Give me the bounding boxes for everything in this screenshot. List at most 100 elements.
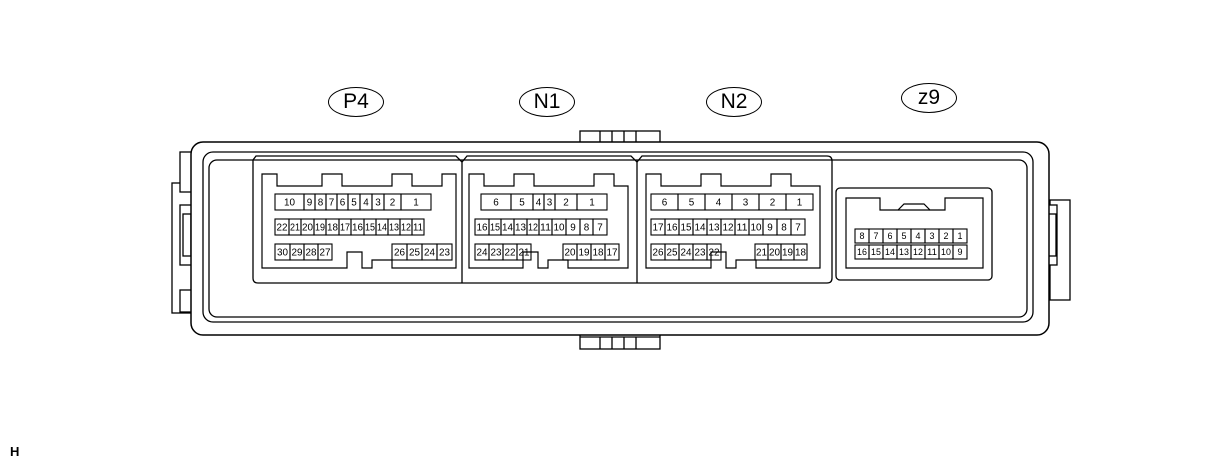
pin-number: 18 [327, 223, 338, 234]
pin-number: 19 [315, 223, 325, 234]
pin-number: 8 [781, 223, 787, 234]
pin-number: 2 [944, 231, 949, 241]
pin-number: 5 [519, 198, 525, 209]
pin-z9-13: 13 [896, 244, 912, 260]
pin-number: 19 [782, 248, 793, 259]
pin-n2-1: 1 [785, 193, 814, 211]
pin-number: 16 [667, 223, 678, 234]
pin-number: 27 [320, 248, 331, 259]
pin-number: 20 [769, 248, 780, 259]
pin-number: 10 [284, 198, 295, 209]
pin-number: 15 [871, 247, 881, 257]
pin-number: 2 [770, 198, 776, 209]
pin-number: 19 [579, 248, 590, 259]
pin-number: 11 [413, 223, 423, 234]
pin-number: 12 [913, 247, 923, 257]
pin-number: 2 [390, 198, 396, 209]
connector-label-p4: P4 [328, 87, 384, 117]
footer-code: H [10, 444, 20, 459]
pin-n1-1: 1 [576, 193, 608, 211]
pin-number: 7 [795, 223, 801, 234]
pin-number: 4 [363, 198, 369, 209]
pin-number: 1 [589, 198, 595, 209]
pin-number: 28 [306, 248, 317, 259]
pin-number: 4 [716, 198, 722, 209]
pin-number: 7 [329, 198, 335, 209]
pin-number: 22 [505, 248, 516, 259]
pin-number: 25 [409, 248, 420, 259]
pin-number: 21 [290, 223, 300, 234]
pin-number: 9 [767, 223, 773, 234]
pin-z9-10: 10 [938, 244, 954, 260]
pin-number: 20 [565, 248, 576, 259]
pin-number: 6 [340, 198, 346, 209]
pin-number: 8 [584, 223, 590, 234]
pin-number: 30 [277, 248, 288, 259]
pin-number: 14 [885, 247, 895, 257]
connector-frame-z9 [835, 187, 993, 281]
pin-p4-11: 11 [411, 218, 425, 236]
pin-n1-7: 7 [592, 218, 608, 236]
pin-number: 18 [593, 248, 604, 259]
connector-frame-p4-n1-n2 [252, 155, 833, 284]
pin-number: 21 [756, 248, 767, 259]
pin-number: 17 [340, 223, 350, 234]
pin-number: 23 [695, 248, 706, 259]
pin-number: 29 [292, 248, 303, 259]
pin-number: 6 [662, 198, 668, 209]
pin-number: 22 [277, 223, 288, 234]
pin-number: 22 [709, 248, 720, 259]
pin-number: 12 [401, 223, 411, 234]
pin-number: 12 [528, 223, 538, 234]
bottom-latch [579, 333, 661, 350]
pin-number: 24 [681, 248, 692, 259]
pin-number: 10 [751, 223, 762, 234]
pin-number: 5 [689, 198, 695, 209]
pin-number: 17 [607, 248, 618, 259]
pin-number: 2 [563, 198, 569, 209]
pin-number: 14 [695, 223, 706, 234]
pin-n2-18: 18 [793, 243, 808, 261]
pin-z9-1: 1 [952, 228, 968, 244]
pin-number: 6 [888, 231, 893, 241]
connector-body-n1 [468, 173, 629, 269]
pin-number: 20 [302, 223, 313, 234]
pin-number: 11 [737, 223, 748, 234]
pin-number: 7 [597, 223, 603, 234]
pin-number: 4 [916, 231, 921, 241]
pin-z9-11: 11 [924, 244, 940, 260]
pin-number: 9 [958, 247, 963, 257]
pin-number: 12 [723, 223, 734, 234]
connector-label-n1: N1 [519, 87, 575, 117]
pin-number: 9 [570, 223, 576, 234]
pin-number: 23 [439, 248, 450, 259]
pin-number: 11 [927, 247, 937, 257]
pin-p4-23: 23 [436, 243, 453, 261]
pin-number: 13 [515, 223, 526, 234]
pin-number: 13 [389, 223, 399, 234]
pin-number: 9 [307, 198, 313, 209]
pin-number: 25 [667, 248, 678, 259]
pin-number: 1 [797, 198, 803, 209]
connector-body-n2 [645, 173, 821, 269]
pin-number: 3 [375, 198, 381, 209]
pin-number: 3 [930, 231, 935, 241]
pin-number: 15 [490, 223, 500, 234]
pin-z9-14: 14 [882, 244, 898, 260]
pin-number: 7 [874, 231, 879, 241]
pin-z9-12: 12 [910, 244, 926, 260]
pin-number: 1 [413, 198, 419, 209]
pin-number: 5 [351, 198, 357, 209]
pin-p4-27: 27 [317, 243, 333, 261]
pin-number: 21 [519, 248, 530, 259]
pin-number: 23 [491, 248, 502, 259]
